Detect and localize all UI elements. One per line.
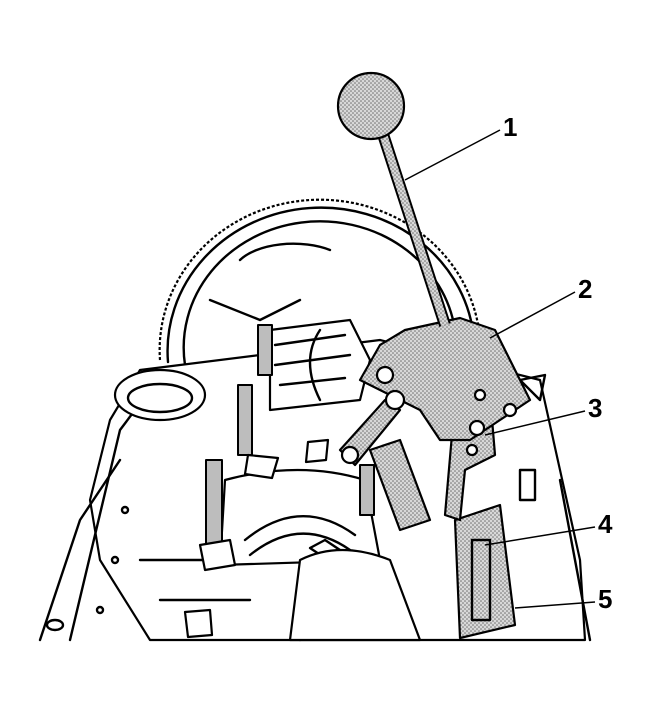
crankshaft <box>268 318 372 412</box>
callout-3: 3 <box>588 393 603 423</box>
leader-1 <box>404 129 501 181</box>
callout-leaders <box>404 129 596 609</box>
main-bearing-cap <box>218 468 422 642</box>
callout-4: 4 <box>598 509 613 539</box>
leader-3 <box>484 410 586 436</box>
callout-1: 1 <box>503 112 518 142</box>
callout-2: 2 <box>578 274 593 304</box>
leader-4 <box>484 526 596 546</box>
tool-base-plate <box>453 503 517 640</box>
main-bearing-studs <box>183 324 375 639</box>
leader-5 <box>514 601 596 609</box>
slide-hammer <box>336 71 451 327</box>
leader-2 <box>489 291 576 339</box>
bearing-cap-puller-body <box>340 316 532 465</box>
callout-5: 5 <box>598 584 613 614</box>
